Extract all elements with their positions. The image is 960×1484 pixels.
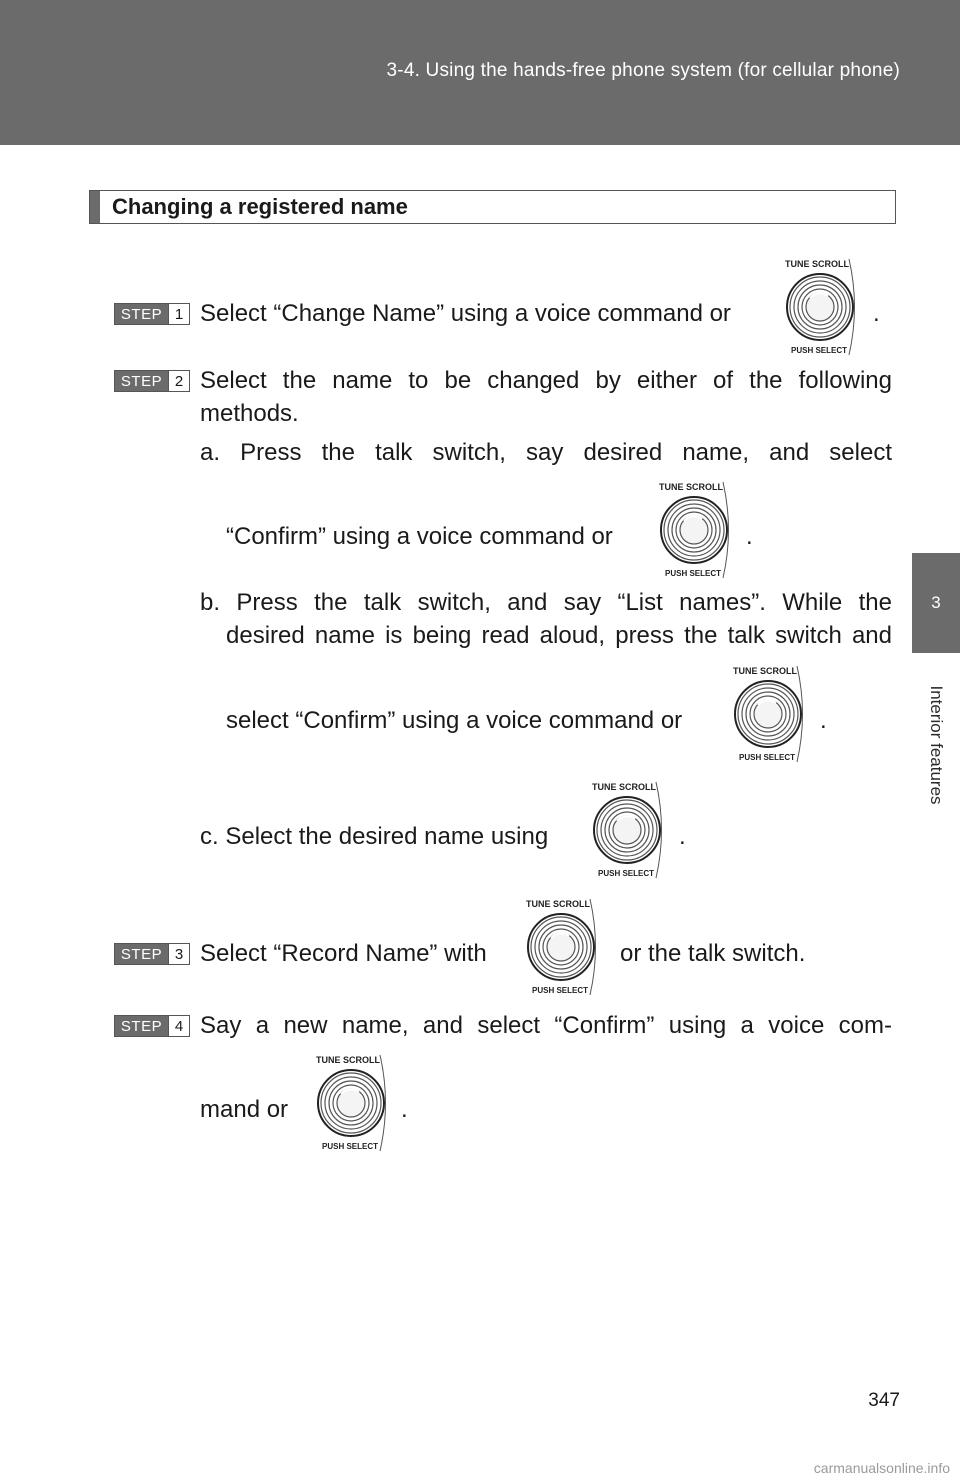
tune-scroll-label: TUNE SCROLL xyxy=(526,899,591,909)
tune-scroll-knob-icon: TUNE SCROLL PUSH SELECT xyxy=(783,255,861,359)
page-number: 347 xyxy=(868,1390,900,1411)
push-select-label: PUSH SELECT xyxy=(665,569,721,578)
push-select-label: PUSH SELECT xyxy=(739,753,795,762)
section-heading: Changing a registered name xyxy=(89,190,896,224)
knob-graphic: TUNE SCROLL PUSH SELECT xyxy=(526,898,596,996)
step-4-text-line-2: mand or xyxy=(200,1096,289,1123)
knob-graphic: TUNE SCROLL PUSH SELECT xyxy=(316,1054,386,1152)
push-select-label: PUSH SELECT xyxy=(322,1142,378,1151)
step-1-text: Select “Change Name” using a voice comma… xyxy=(200,300,731,327)
knob-graphic: TUNE SCROLL PUSH SELECT xyxy=(733,665,803,763)
chapter-tab-number: 3 xyxy=(912,553,960,653)
step-2-text-line-2: methods. xyxy=(200,400,299,427)
tune-scroll-label: TUNE SCROLL xyxy=(659,482,724,492)
page-header: 3-4. Using the hands-free phone system (… xyxy=(0,0,960,145)
knob-graphic: TUNE SCROLL PUSH SELECT xyxy=(659,481,729,579)
step-3-text-a: Select “Record Name” with xyxy=(200,940,487,967)
chapter-name: Interior features xyxy=(926,685,946,805)
push-select-label: PUSH SELECT xyxy=(598,869,654,878)
knob-graphic: TUNE SCROLL PUSH SELECT xyxy=(592,781,662,879)
header-section-title: 3-4. Using the hands-free phone system (… xyxy=(386,60,900,81)
push-select-label: PUSH SELECT xyxy=(532,986,588,995)
method-b-line-3: select “Confirm” using a voice command o… xyxy=(226,707,683,734)
tune-scroll-knob-icon: TUNE SCROLL PUSH SELECT xyxy=(590,778,668,882)
method-b-period: . xyxy=(820,707,827,734)
tune-scroll-knob-icon: TUNE SCROLL PUSH SELECT xyxy=(657,478,735,582)
tune-scroll-label: TUNE SCROLL xyxy=(785,259,850,269)
watermark: carmanualsonline.info xyxy=(813,1460,950,1476)
tune-scroll-knob-icon: TUNE SCROLL PUSH SELECT xyxy=(731,662,809,766)
step-1-period: . xyxy=(873,300,880,327)
step-2-text-line-1: Select the name to be changed by either … xyxy=(200,367,892,394)
step-4-text-line-1: Say a new name, and select “Confirm” usi… xyxy=(200,1012,892,1039)
section-heading-text: Changing a registered name xyxy=(112,194,408,219)
tune-scroll-label: TUNE SCROLL xyxy=(592,782,657,792)
method-b-line-2: desired name is being read aloud, press … xyxy=(226,622,892,649)
tune-scroll-knob-icon: TUNE SCROLL PUSH SELECT xyxy=(524,895,602,999)
method-c-period: . xyxy=(679,823,686,850)
step-3-text-b: or the talk switch. xyxy=(620,940,806,967)
knob-graphic: TUNE SCROLL PUSH SELECT xyxy=(785,258,855,356)
method-a-period: . xyxy=(746,523,753,550)
method-c-line-1: c. Select the desired name using xyxy=(200,823,549,850)
push-select-label: PUSH SELECT xyxy=(791,346,847,355)
chapter-side-label: Interior features xyxy=(911,660,960,830)
method-b-line-1: b. Press the talk switch, and say “List … xyxy=(200,589,892,616)
heading-accent-bar xyxy=(90,191,100,223)
step-4-period: . xyxy=(401,1096,408,1123)
tune-scroll-label: TUNE SCROLL xyxy=(733,666,798,676)
method-a-line-2: “Confirm” using a voice command or xyxy=(226,523,613,550)
tune-scroll-knob-icon: TUNE SCROLL PUSH SELECT xyxy=(314,1051,392,1155)
tune-scroll-label: TUNE SCROLL xyxy=(316,1055,381,1065)
method-a-line-1: a. Press the talk switch, say desired na… xyxy=(200,439,892,466)
